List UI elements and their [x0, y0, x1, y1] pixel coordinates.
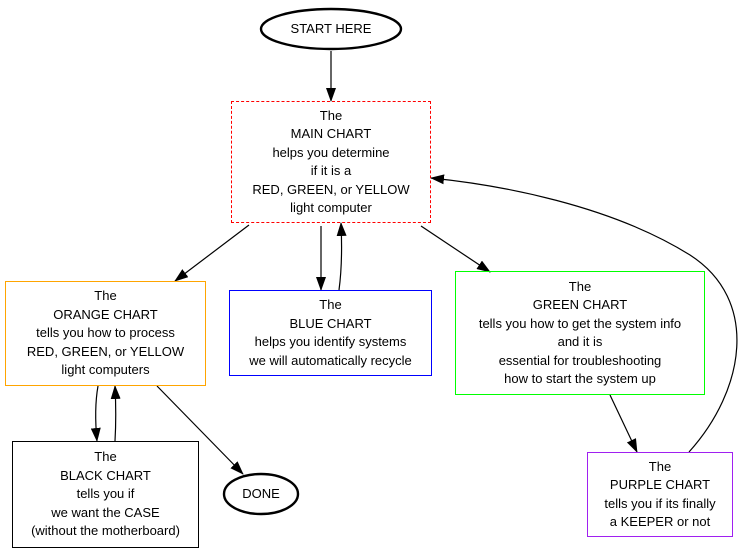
purple-chart-line-3: tells you if its finally — [604, 495, 716, 511]
purple-chart-line-2: PURPLE CHART — [609, 477, 711, 492]
green-chart-line-3: tells you how to get the system info — [478, 315, 682, 331]
orange-chart-line-1: The — [94, 288, 117, 304]
black-chart-line-5: (without the motherboard) — [31, 523, 180, 539]
done-node-label: DONE — [242, 485, 280, 501]
green-chart-line-6: how to start the system up — [504, 371, 656, 386]
orange-chart-node[interactable]: The ORANGE CHART tells you how to proces… — [5, 281, 206, 386]
start-node[interactable]: START HERE — [261, 9, 401, 49]
edge-blue-to-main — [336, 222, 347, 291]
edge-main-to-green — [420, 225, 491, 273]
blue-chart-line-2: BLUE CHART — [289, 315, 372, 331]
green-chart-line-5: essential for troubleshooting — [498, 352, 662, 368]
green-chart-line-2: GREEN CHART — [532, 297, 628, 312]
blue-chart-line-3: helps you identify systems — [254, 334, 407, 349]
green-chart-node[interactable]: The GREEN CHART tells you how to get the… — [455, 271, 705, 395]
main-chart-line-2: MAIN CHART — [290, 126, 372, 141]
main-chart-line-6: light computer — [290, 200, 372, 215]
blue-chart-line-4: we will automatically recycle — [249, 352, 412, 368]
black-chart-line-4: we want the CASE — [51, 504, 160, 520]
black-chart-line-3: tells you if — [76, 486, 135, 502]
edge-orange-to-black — [90, 385, 101, 442]
black-chart-line-2: BLACK CHART — [60, 467, 151, 483]
blue-chart-line-1: The — [319, 297, 342, 312]
edge-orange-to-done — [156, 385, 244, 475]
start-node-outline — [259, 7, 403, 51]
edge-green-to-purple — [609, 394, 638, 453]
black-chart-node[interactable]: The BLACK CHART tells you if we want the… — [12, 441, 199, 548]
purple-chart-line-4: a KEEPER or not — [609, 514, 711, 529]
edge-main-to-orange — [174, 224, 250, 282]
orange-chart-line-2: ORANGE CHART — [53, 306, 158, 322]
edge-black-to-orange — [110, 385, 121, 442]
purple-chart-node[interactable]: The PURPLE CHART tells you if its finall… — [587, 452, 733, 537]
main-chart-line-3: helps you determine — [272, 144, 390, 160]
main-chart-line-1: The — [319, 107, 343, 123]
main-chart-line-5: RED, GREEN, or YELLOW — [252, 181, 410, 197]
green-chart-line-4: and it is — [557, 334, 603, 349]
orange-chart-line-5: light computers — [61, 362, 150, 378]
blue-chart-node[interactable]: The BLUE CHART helps you identify system… — [229, 290, 432, 376]
orange-chart-line-3: tells you how to process — [36, 325, 175, 341]
black-chart-line-1: The — [94, 449, 117, 465]
orange-chart-line-4: RED, GREEN, or YELLOW — [26, 343, 185, 359]
done-node-outline — [222, 472, 300, 516]
done-node[interactable]: DONE — [224, 474, 298, 514]
start-node-label: START HERE — [290, 20, 372, 36]
green-chart-line-1: The — [568, 278, 592, 294]
edge-purple-to-main — [430, 174, 738, 453]
main-chart-line-4: if it is a — [310, 163, 352, 178]
purple-chart-line-1: The — [648, 458, 672, 474]
main-chart-node[interactable]: The MAIN CHART helps you determine if it… — [231, 101, 431, 223]
